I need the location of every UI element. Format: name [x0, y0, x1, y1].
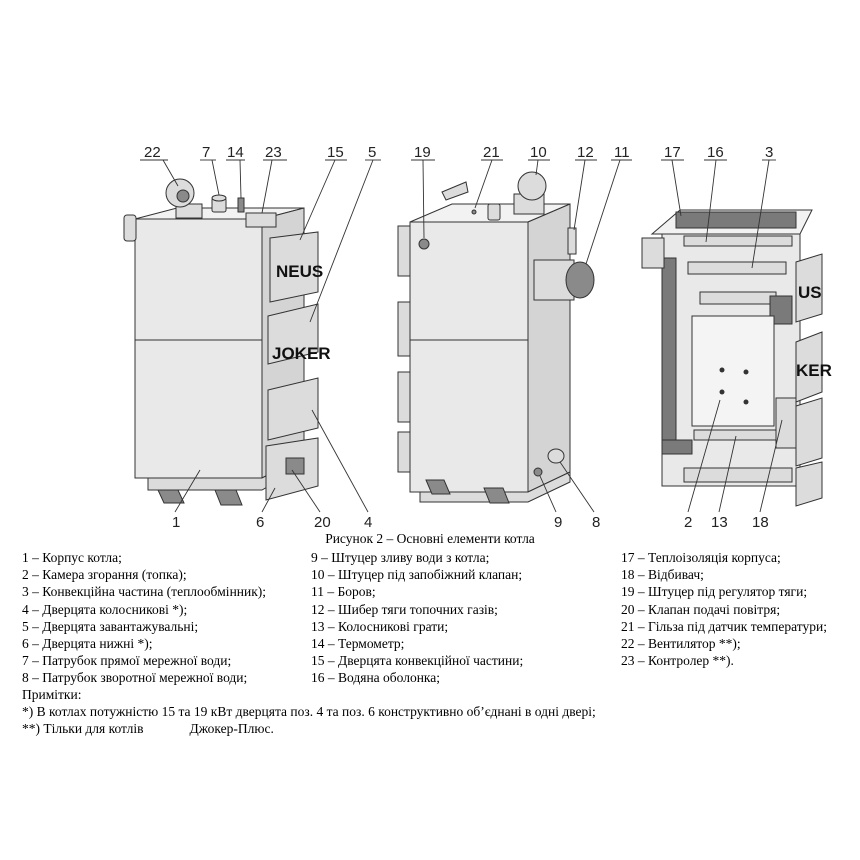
callout-21: 21 [483, 144, 500, 161]
callout-4: 4 [364, 514, 372, 530]
callout-8: 8 [592, 514, 600, 530]
legend-column-3: 17 – Теплоізоляція корпуса; 18 – Відбива… [621, 549, 827, 669]
legend-column-1: 1 – Корпус котла; 2 – Камера згорання (т… [22, 549, 266, 687]
callout-5: 5 [368, 144, 376, 161]
callout-14: 14 [227, 144, 244, 161]
legend-item: 11 – Боров; [311, 584, 376, 600]
boiler-diagram: NEUS JOKER 22 7 14 23 15 5 1 6 20 4 [123, 144, 832, 530]
brand-neus: NEUS [276, 262, 323, 281]
brand-joker: JOKER [272, 344, 331, 363]
callout-17: 17 [664, 144, 681, 161]
legend-column-2: 9 – Штуцер зливу води з котла; 10 – Штуц… [311, 549, 523, 687]
callout-1: 1 [172, 514, 180, 530]
callout-15: 15 [327, 144, 344, 161]
legend-item: 5 – Дверцята завантажувальні; [22, 618, 199, 634]
notes-title: Примітки: [22, 687, 82, 702]
figure-caption: Рисунок 2 – Основні елементи котла [325, 531, 535, 546]
legend-item: 22 – Вентилятор **); [621, 636, 741, 652]
legend-item: 21 – Гільза під датчик температури; [621, 618, 827, 634]
grate-door [267, 377, 319, 441]
legend-item: 10 – Штуцер під запобіжний клапан; [311, 567, 523, 583]
notes: Примітки: *) В котлах потужністю 15 та 1… [22, 686, 596, 738]
legend-item: 9 – Штуцер зливу води з котла; [311, 550, 490, 565]
legend-item: 4 – Дверцята колосникові *); [22, 601, 188, 617]
legend-item: 6 – Дверцята нижні *); [22, 636, 153, 652]
callout-18: 18 [752, 514, 769, 530]
callout-6: 6 [256, 514, 264, 530]
legend-item: 16 – Водяна оболонка; [311, 670, 441, 686]
callout-22: 22 [144, 144, 161, 161]
callout-10: 10 [530, 144, 547, 161]
note-2-model: Джокер-Плюс. [189, 721, 274, 737]
legend-item: 19 – Штуцер під регулятор тяги; [621, 584, 808, 600]
legend-item: 20 – Клапан подачі повітря; [621, 601, 781, 617]
convection-door: NEUS [269, 231, 323, 303]
legend-item: 23 – Контролер **). [621, 653, 734, 669]
legend-item: 8 – Патрубок зворотної мережної води; [22, 670, 248, 686]
callout-9: 9 [554, 514, 562, 530]
boiler-section-view: US KER 17 16 3 2 13 18 [641, 144, 832, 530]
brand-ker: KER [796, 361, 832, 380]
legend-item: 17 – Теплоізоляція корпуса; [621, 550, 781, 565]
callout-12: 12 [577, 144, 594, 161]
callout-16: 16 [707, 144, 724, 161]
fan [165, 178, 203, 219]
brand-us: US [798, 283, 822, 302]
loading-door: JOKER [267, 303, 331, 365]
lower-door [265, 437, 319, 501]
boiler-rear-view: 19 21 10 12 11 9 8 [397, 144, 632, 530]
note-1: *) В котлах потужністю 15 та 19 кВт двер… [22, 704, 596, 720]
legend-item: 3 – Конвекційна частина (теплообмінник); [22, 584, 267, 600]
legend-item: 12 – Шибер тяги топочних газів; [311, 601, 498, 617]
callout-11: 11 [614, 144, 630, 161]
callout-19: 19 [414, 144, 431, 161]
note-2-text: **) Тільки для котлів [22, 721, 144, 737]
note-2: **) Тільки для котлів Джокер-Плюс. [22, 720, 596, 737]
legend-item: 15 – Дверцята конвекційної частини; [311, 653, 524, 669]
legend-item: 7 – Патрубок прямої мережної води; [22, 653, 232, 669]
callout-3: 3 [765, 144, 773, 161]
legend-item: 2 – Камера згорання (топка); [22, 567, 187, 583]
callout-13: 13 [711, 514, 728, 530]
callout-20: 20 [314, 514, 331, 530]
callout-23: 23 [265, 144, 282, 161]
legend-item: 14 – Термометр; [311, 636, 405, 652]
legend-item: 13 – Колосникові грати; [311, 618, 449, 634]
legend-item: 18 – Відбивач; [621, 567, 704, 583]
callout-2: 2 [684, 514, 692, 530]
callout-7: 7 [202, 144, 210, 161]
boiler-front-view: NEUS JOKER 22 7 14 23 15 5 1 6 20 4 [123, 144, 381, 530]
legend-item: 1 – Корпус котла; [22, 550, 122, 565]
